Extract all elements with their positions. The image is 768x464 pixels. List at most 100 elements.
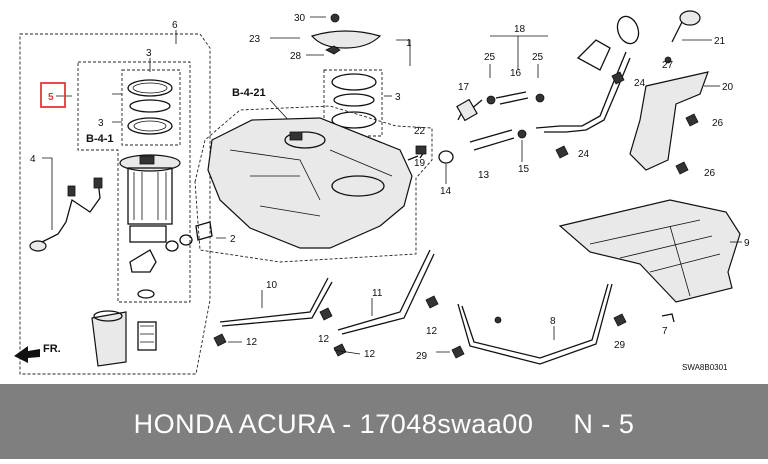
fuel-tank-group — [194, 105, 433, 263]
part-label-24-upper: 24 — [634, 78, 646, 89]
hose-leaders — [489, 35, 548, 78]
pump-assembly-group: 6 3 5 3 B-4-1 4 2 FR. — [14, 20, 236, 375]
part-label-9: 9 — [744, 238, 750, 249]
part-label-12-c: 12 — [364, 349, 376, 360]
right-top-group: 24 24 27 21 20 26 26 — [555, 36, 734, 179]
strainer-top — [93, 310, 123, 322]
diagram-svg: 6 3 5 3 B-4-1 4 2 FR. 30 23 28 1 — [14, 10, 750, 375]
part-label-7: 7 — [662, 326, 668, 337]
clamp-15 — [517, 129, 527, 139]
diagram-code: SWA8B0301 — [682, 363, 728, 372]
seal-ring-upper-inner — [132, 82, 168, 94]
part-label-12-a: 12 — [246, 337, 258, 348]
part-label-18: 18 — [514, 24, 526, 35]
o-ring-right — [333, 93, 375, 107]
washer-a — [165, 240, 179, 252]
bottom-seal — [137, 289, 155, 299]
part-label-5: 5 — [48, 92, 54, 103]
valve-part — [195, 221, 213, 241]
filler-pipe — [535, 51, 627, 129]
pump-ribs — [133, 172, 167, 220]
bolt-12-b — [319, 307, 333, 321]
part-label-29-a: 29 — [416, 351, 428, 362]
strap-10 — [219, 277, 329, 323]
part-label-3-right: 3 — [395, 92, 401, 103]
front-label: FR. — [43, 343, 61, 355]
lock-ring — [127, 117, 173, 135]
clip-22 — [415, 145, 427, 155]
hose-13 — [469, 129, 515, 151]
skid-plate-group: 9 7 — [558, 199, 750, 337]
left-leaders — [42, 30, 226, 239]
tank-opening-front — [331, 175, 385, 197]
part-label-25-left: 25 — [484, 52, 496, 63]
sender-float — [29, 240, 47, 252]
part-label-17: 17 — [458, 82, 470, 93]
hose-group: 18 25 16 25 17 22 19 14 13 15 — [407, 10, 701, 197]
filter-cartridge — [137, 321, 157, 351]
strap-8-edge — [461, 283, 609, 359]
part-label-26-upper: 26 — [712, 118, 724, 129]
skid-plate-ribs — [589, 219, 721, 297]
clip-8 — [494, 316, 502, 324]
front-arrow-icon — [14, 346, 40, 363]
hose-16 — [495, 91, 529, 105]
sender-plug — [93, 177, 103, 189]
part-label-8: 8 — [550, 316, 556, 327]
ref-b-4-1: B-4-1 — [86, 133, 114, 145]
clamp-14 — [438, 150, 454, 164]
bolt-leaders — [228, 341, 450, 355]
part-label-27: 27 — [662, 60, 674, 71]
heat-shield-20 — [629, 71, 709, 171]
pipe-joint-17 — [456, 98, 478, 122]
part-label-14: 14 — [440, 186, 452, 197]
part-label-12-d: 12 — [426, 326, 438, 337]
clamp-25a — [486, 95, 496, 105]
bolt-28 — [325, 45, 341, 55]
part-label-13: 13 — [478, 170, 490, 181]
seal-ring-right-upper — [331, 73, 377, 91]
part-label-21: 21 — [714, 36, 726, 47]
assembly-inner-outline — [77, 61, 191, 303]
tank-outline-box — [194, 105, 433, 263]
o-ring — [129, 99, 171, 113]
part-label-3-left: 3 — [98, 118, 104, 129]
bolt-24-upper — [611, 71, 625, 85]
washer-b — [179, 234, 193, 246]
ref-b-4-21: B-4-21 — [232, 87, 266, 99]
ring-box — [121, 69, 181, 146]
sender-wire — [41, 179, 101, 243]
part-label-16: 16 — [510, 68, 522, 79]
part-label-22: 22 — [414, 126, 426, 137]
tank-contours — [229, 149, 393, 217]
pump-connector — [139, 155, 155, 165]
part-label-29-b: 29 — [614, 340, 626, 351]
part-label-23: 23 — [249, 34, 261, 45]
part-label-25-right: 25 — [532, 52, 544, 63]
part-label-3-upper: 3 — [146, 48, 152, 59]
clamp-25b — [535, 93, 545, 103]
part-label-24-lower: 24 — [578, 149, 590, 160]
bolt-12-d — [425, 295, 439, 309]
fuel-door-hinge — [616, 15, 640, 45]
bolt-30 — [330, 13, 340, 23]
part-label-4: 4 — [30, 154, 36, 165]
part-label-11: 11 — [372, 288, 383, 299]
strainer — [91, 311, 127, 367]
bolt-29-b — [613, 313, 627, 327]
strap-10-edge — [221, 281, 333, 327]
part-label-12-b: 12 — [318, 334, 330, 345]
part-label-28: 28 — [290, 51, 302, 62]
bolt-26-lower — [675, 161, 689, 175]
regulator — [129, 249, 157, 273]
parts-diagram: 6 3 5 3 B-4-1 4 2 FR. 30 23 28 1 — [14, 10, 750, 375]
bolt-12-a — [213, 333, 227, 347]
strap-group: 10 11 8 12 12 12 12 — [213, 249, 627, 365]
top-center-group: 30 23 28 1 3 B-4-21 — [232, 13, 412, 137]
sender-clip — [67, 185, 76, 197]
filler-neck — [576, 39, 611, 71]
bolt-29-a — [451, 345, 465, 359]
part-label-2: 2 — [230, 234, 236, 245]
filter-lines — [140, 325, 154, 343]
